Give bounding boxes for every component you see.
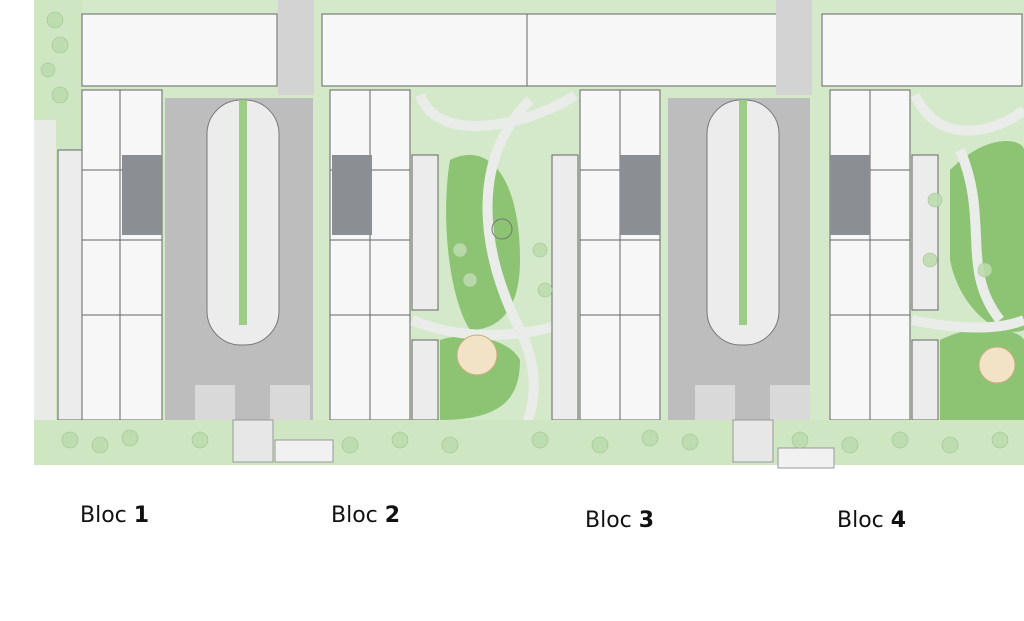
trees xyxy=(40,11,1009,454)
bloc-1-label: Bloc 1 xyxy=(80,503,149,528)
east-park xyxy=(910,92,1024,420)
bloc-2-core xyxy=(332,155,372,235)
south-promenade xyxy=(34,420,1024,465)
bloc-4-word: Bloc xyxy=(837,508,884,533)
road-1 xyxy=(278,0,314,95)
bloc-3-number: 3 xyxy=(638,508,655,533)
bloc-4-buildings xyxy=(821,13,1023,421)
bloc-2-buildings xyxy=(321,13,528,421)
bloc-1-core xyxy=(122,155,162,235)
bloc-2-word: Bloc xyxy=(331,503,378,528)
entry-ramp-2 xyxy=(732,419,774,463)
bloc-1-parking xyxy=(165,98,313,420)
central-park xyxy=(410,90,578,443)
bloc-3-word: Bloc xyxy=(585,508,632,533)
bloc-4-label: Bloc 4 xyxy=(837,508,906,533)
bloc-1-word: Bloc xyxy=(80,503,127,528)
entry-ramp-1 xyxy=(232,419,274,463)
bloc-2-label: Bloc 2 xyxy=(331,503,400,528)
bloc-2-number: 2 xyxy=(384,503,401,528)
site-plan xyxy=(34,0,1024,469)
bloc-3-core xyxy=(620,155,660,235)
bloc-3-label: Bloc 3 xyxy=(585,508,654,533)
south-plaza-1 xyxy=(274,439,334,463)
bloc-1-number: 1 xyxy=(133,503,150,528)
road-2 xyxy=(776,0,812,95)
bloc-4-core xyxy=(830,155,870,235)
bloc-3-buildings xyxy=(526,13,778,421)
bloc-1-buildings xyxy=(57,13,278,421)
south-plaza-2 xyxy=(777,447,835,469)
bloc-4-number: 4 xyxy=(890,508,907,533)
bloc-3-parking xyxy=(668,98,810,420)
